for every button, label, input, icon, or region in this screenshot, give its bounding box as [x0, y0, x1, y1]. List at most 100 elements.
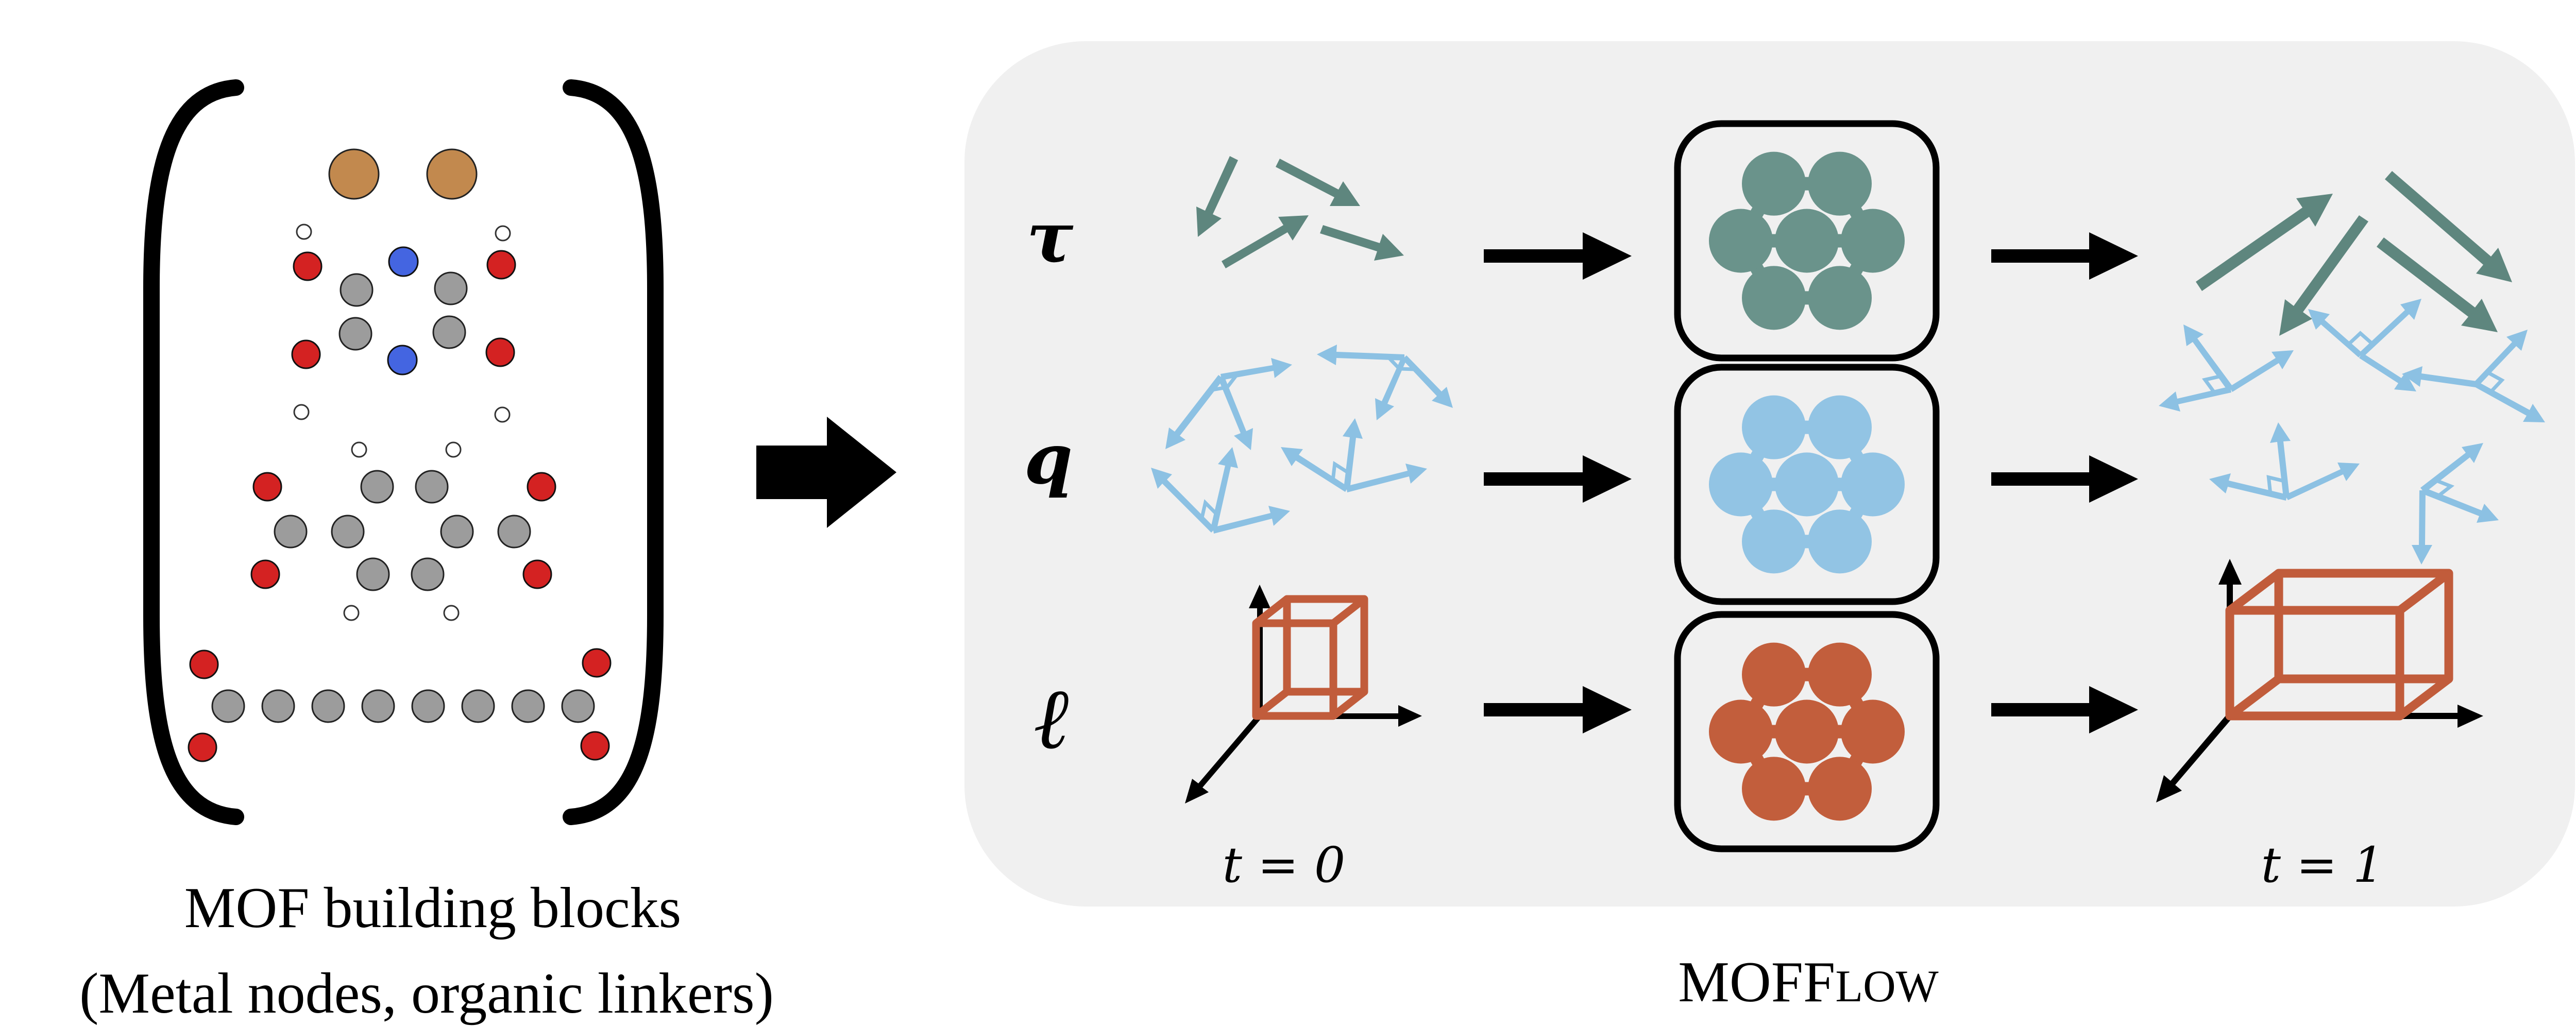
- atom-oxygen: [580, 731, 610, 761]
- atom-carbon: [338, 317, 372, 351]
- atom-carbon: [331, 515, 365, 549]
- translation-arrow-icon: [2377, 237, 2498, 332]
- axis-arrow-icon: [1260, 705, 1422, 727]
- cuboid-edge: [2397, 570, 2452, 614]
- atom-hydrogen: [293, 404, 310, 420]
- cuboid-front-face: [1252, 619, 1337, 720]
- translation-arrows-t0: [1196, 156, 1404, 268]
- left-caption-line1: MOF building blocks: [184, 876, 682, 940]
- rotation-frame-icon: [1281, 418, 1427, 492]
- frame-axis-arrow: [2402, 366, 2477, 387]
- mofflow-title-smallcaps: LOW: [1835, 962, 1938, 1012]
- frame-axis-arrow: [1165, 375, 1224, 449]
- frame-axis-arrow: [1210, 447, 1238, 531]
- atom-oxygen: [486, 250, 516, 280]
- translation-arrow-icon: [1320, 225, 1404, 261]
- row-flow-arrow-icon: [1991, 232, 2138, 280]
- flow-arrow-left-icon: [756, 417, 896, 528]
- flower-node: [1709, 452, 1773, 517]
- flower-node: [1742, 266, 1806, 330]
- frame-axis-arrow: [2183, 324, 2233, 391]
- atom-oxygen: [522, 559, 552, 589]
- atom-hydrogen: [343, 605, 360, 621]
- atom-metal: [328, 148, 380, 200]
- atom-carbon: [274, 515, 308, 549]
- translation-arrows-t1: [2196, 171, 2512, 336]
- translation-arrow-icon: [2279, 215, 2368, 336]
- left-caption-line2: (Metal nodes, organic linkers): [79, 962, 774, 1025]
- atom-oxygen: [250, 559, 280, 589]
- row-flow-arrow-icon: [1484, 232, 1632, 280]
- atom-carbon: [411, 689, 445, 723]
- atom-oxygen: [188, 732, 217, 762]
- flower-node: [1742, 757, 1806, 821]
- flower-node: [1808, 266, 1872, 330]
- atom-carbon: [440, 515, 474, 549]
- flower-node: [1808, 757, 1872, 821]
- flower-graph-icons: [1709, 151, 1905, 821]
- rotation-frame-icon: [2412, 443, 2499, 565]
- frame-axis-arrow: [1346, 464, 1427, 492]
- atom-carbon: [340, 273, 374, 307]
- cuboid-back-face: [1283, 595, 1368, 696]
- flower-node: [1808, 509, 1872, 574]
- right-angle-marker: [2486, 370, 2505, 394]
- flower-graph-icon: [1709, 642, 1905, 821]
- atom-hydrogen: [494, 406, 511, 423]
- frame-axis-arrow: [2474, 330, 2528, 386]
- atom-carbon: [561, 689, 595, 723]
- flower-node: [1709, 209, 1773, 273]
- right-angle-marker: [2347, 331, 2374, 346]
- lattice-cuboid-icon: [2225, 569, 2453, 721]
- right-angle-marker: [1386, 355, 1416, 371]
- axis-arrow-icon: [2156, 714, 2232, 802]
- cuboid-edge: [1331, 689, 1367, 719]
- tau-row-label: τ: [1027, 196, 1074, 278]
- cuboid-edge: [1253, 596, 1290, 626]
- q-row-label: q: [1024, 418, 1073, 500]
- row-flow-arrow-icon: [1991, 455, 2138, 503]
- rotation-frame-icon: [2209, 422, 2360, 501]
- frame-axis-arrow: [2359, 299, 2421, 357]
- t0-label: t = 0: [1223, 837, 1346, 894]
- right-angle-marker: [2201, 374, 2222, 395]
- frame-axis-arrow: [1375, 356, 1407, 420]
- cuboid-edge: [2397, 675, 2452, 720]
- flow-model-boxes: [1674, 120, 1940, 852]
- atom-carbon: [311, 689, 345, 723]
- atom-carbon: [411, 557, 445, 591]
- atom-oxygen: [293, 251, 323, 281]
- right-angle-marker: [2434, 478, 2455, 498]
- translation-arrow-icon: [1196, 156, 1238, 237]
- rotation-frame-icon: [2308, 299, 2421, 391]
- rotation-frame-icon: [1165, 358, 1292, 450]
- mof-building-blocks-molecule: [188, 148, 612, 762]
- translation-arrow-icon: [2196, 194, 2333, 291]
- flower-node: [1808, 642, 1872, 707]
- flower-node: [1742, 509, 1806, 574]
- frame-axis-arrow: [2308, 309, 2363, 357]
- atom-nitrogen: [387, 345, 418, 375]
- right-angle-marker: [1200, 499, 1218, 520]
- atom-oxygen: [252, 472, 282, 502]
- flow-arrows-into-model: [1484, 232, 1632, 733]
- atom-hydrogen: [296, 224, 312, 240]
- ell-row-label: ℓ: [1033, 669, 1069, 768]
- flower-node: [1775, 452, 1839, 517]
- frame-axis-arrow: [1151, 468, 1215, 533]
- right-angle-marker: [2266, 475, 2285, 494]
- atom-carbon: [211, 689, 245, 723]
- frame-axis-arrow: [2229, 350, 2294, 392]
- row-flow-arrow-icon: [1484, 455, 1632, 503]
- atom-carbon: [415, 470, 449, 504]
- cuboid-edge: [2227, 570, 2282, 614]
- cuboid-front-face: [2225, 606, 2404, 721]
- atom-carbon: [432, 315, 466, 349]
- mofflow-panel: τ q ℓ t = 0 t = 1: [964, 41, 2575, 907]
- atom-hydrogen: [495, 225, 511, 242]
- atom-carbon: [361, 689, 395, 723]
- flower-node: [1808, 395, 1872, 459]
- lattice-cube-t1: [2156, 559, 2483, 802]
- atom-carbon: [434, 271, 468, 305]
- cuboid-edge: [1331, 596, 1367, 626]
